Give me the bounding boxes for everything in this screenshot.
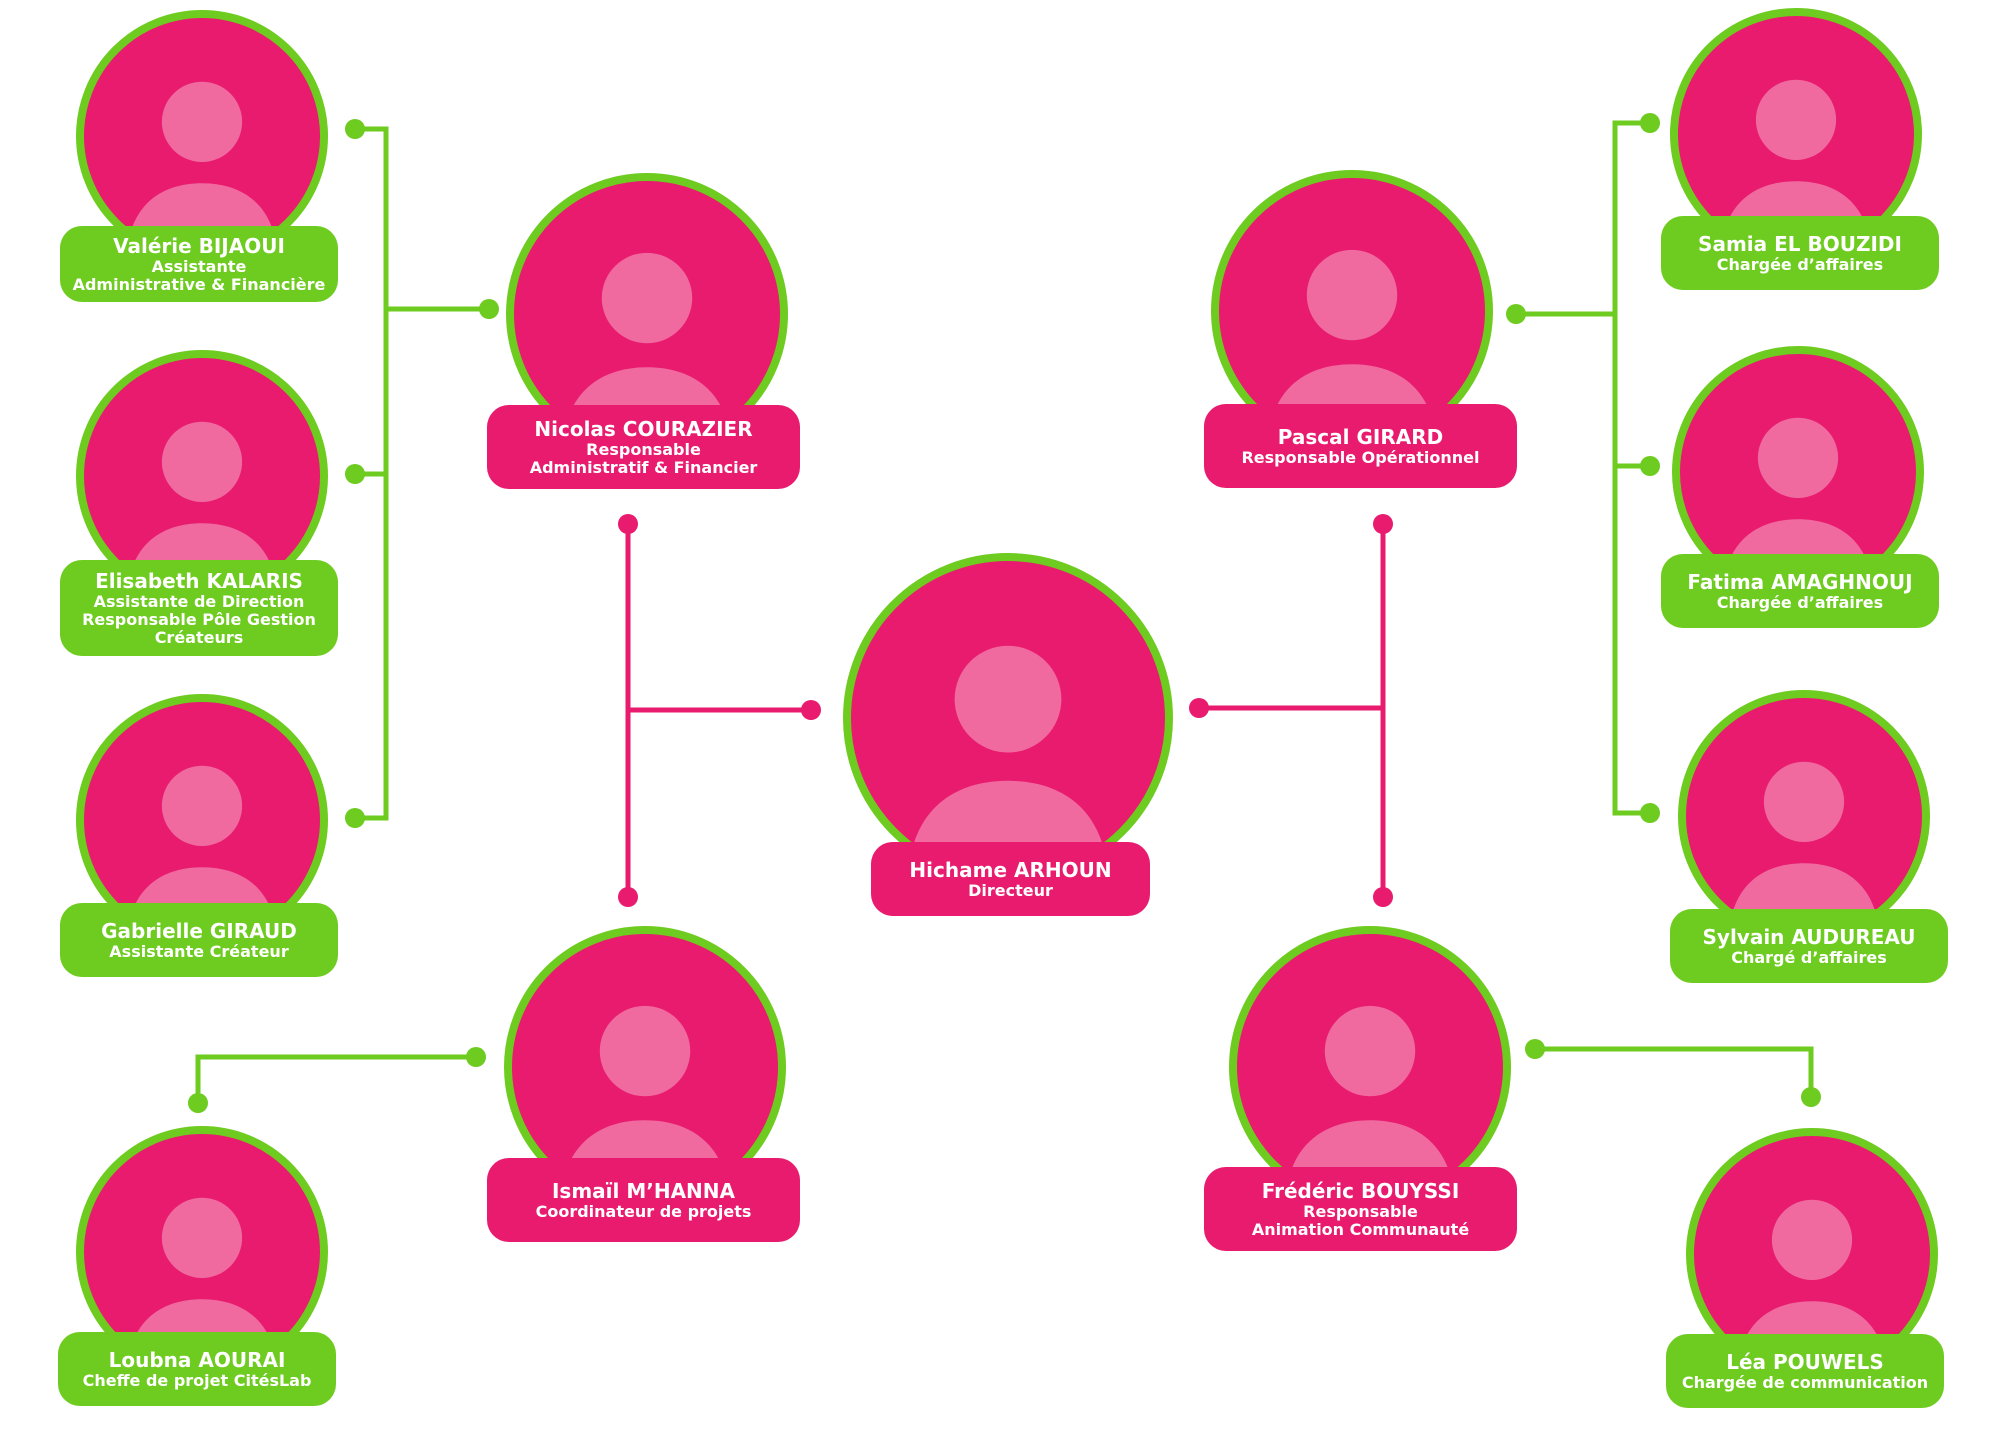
name-tag: Frédéric BOUYSSI Responsable Animation C… <box>1204 1167 1517 1251</box>
name-tag: Pascal GIRARD Responsable Opérationnel <box>1204 404 1517 488</box>
member-name: Hichame ARHOUN <box>909 858 1112 882</box>
name-tag: Loubna AOURAI Cheffe de projet CitésLab <box>58 1332 336 1406</box>
name-tag: Valérie BIJAOUI Assistante Administrativ… <box>60 226 338 302</box>
member-name: Gabrielle GIRAUD <box>101 919 297 943</box>
member-name: Léa POUWELS <box>1726 1350 1884 1374</box>
person-icon <box>908 645 1108 875</box>
avatar <box>76 10 328 262</box>
name-tag: Samia EL BOUZIDI Chargée d’affaires <box>1661 216 1939 290</box>
name-tag: Léa POUWELS Chargée de communication <box>1666 1334 1944 1408</box>
member-name: Sylvain AUDUREAU <box>1702 925 1916 949</box>
member-role: Assistante de Direction Responsable Pôle… <box>82 592 316 647</box>
member-name: Samia EL BOUZIDI <box>1698 232 1902 256</box>
member-role: Chargé d’affaires <box>1731 948 1887 967</box>
name-tag: Ismaïl M’HANNA Coordinateur de projets <box>487 1158 800 1242</box>
member-role: Chargée d’affaires <box>1716 255 1884 274</box>
member-name: Frédéric BOUYSSI <box>1261 1179 1460 1203</box>
name-tag: Fatima AMAGHNOUJ Chargée d’affaires <box>1661 554 1939 628</box>
person-icon <box>1728 761 1880 934</box>
avatar <box>843 553 1173 883</box>
person-icon <box>1285 1005 1455 1200</box>
member-role: Assistante Administrative & Financière <box>72 257 326 294</box>
member-name: Valérie BIJAOUI <box>113 234 285 258</box>
member-role: Cheffe de projet CitésLab <box>82 1371 312 1390</box>
member-role: Coordinateur de projets <box>535 1202 752 1221</box>
avatar <box>1229 926 1511 1208</box>
member-role: Chargée d’affaires <box>1716 593 1884 612</box>
name-tag: Sylvain AUDUREAU Chargé d’affaires <box>1670 909 1948 983</box>
member-role: Responsable Administratif & Financier <box>529 440 758 477</box>
member-role: Directeur <box>968 881 1053 900</box>
member-role: Assistante Créateur <box>109 942 289 961</box>
member-name: Pascal GIRARD <box>1277 425 1444 449</box>
member-name: Elisabeth KALARIS <box>95 569 303 593</box>
avatar <box>1678 690 1930 942</box>
member-name: Fatima AMAGHNOUJ <box>1687 570 1913 594</box>
member-name: Nicolas COURAZIER <box>534 417 753 441</box>
member-name: Ismaïl M’HANNA <box>551 1179 736 1203</box>
member-role: Chargée de communication <box>1681 1373 1929 1392</box>
name-tag: Hichame ARHOUN Directeur <box>871 842 1150 916</box>
name-tag: Gabrielle GIRAUD Assistante Créateur <box>60 903 338 977</box>
name-tag: Nicolas COURAZIER Responsable Administra… <box>487 405 800 489</box>
person-icon <box>126 81 278 254</box>
name-tag: Elisabeth KALARIS Assistante de Directio… <box>60 560 338 656</box>
member-role: Responsable Opérationnel <box>1241 448 1480 467</box>
member-name: Loubna AOURAI <box>108 1348 286 1372</box>
member-role: Responsable Animation Communauté <box>1251 1202 1470 1239</box>
person-icon <box>126 421 278 594</box>
